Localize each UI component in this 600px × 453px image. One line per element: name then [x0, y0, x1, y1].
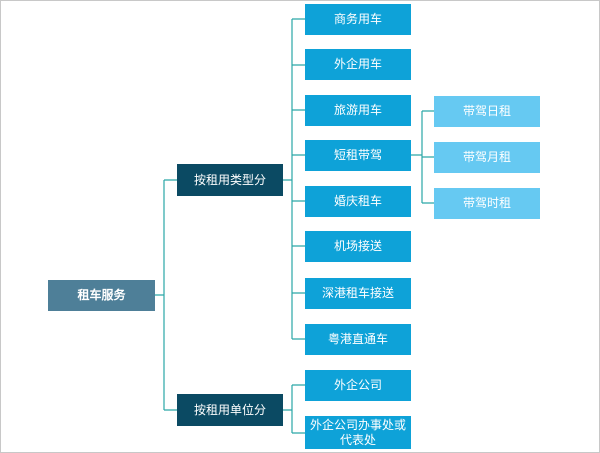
- sub-hourly-with-driver: 带驾时租: [434, 188, 540, 219]
- root-node: 租车服务: [48, 280, 155, 311]
- leaf-wedding-car: 婚庆租车: [305, 186, 411, 217]
- leaf-guangdong-hk-through-car: 粤港直通车: [305, 324, 411, 355]
- leaf-business-car: 商务用车: [305, 4, 411, 35]
- node-by-type: 按租用类型分: [177, 164, 283, 196]
- leaf-short-term-with-driver: 短租带驾: [305, 140, 411, 171]
- leaf-airport-transfer: 机场接送: [305, 231, 411, 262]
- connector-root: [155, 179, 177, 411]
- leaf-travel-car: 旅游用车: [305, 95, 411, 126]
- sub-monthly-with-driver: 带驾月租: [434, 142, 540, 173]
- leaf-foreign-enterprise-car: 外企用车: [305, 49, 411, 80]
- node-by-unit: 按租用单位分: [177, 394, 283, 426]
- connector-short-term: [411, 110, 434, 204]
- leaf-foreign-company: 外企公司: [305, 370, 411, 401]
- leaf-foreign-company-office: 外企公司办事处或代表处: [305, 416, 411, 449]
- connector-unit: [283, 384, 305, 434]
- leaf-shenzhen-hk-transfer: 深港租车接送: [305, 278, 411, 309]
- connector-type: [283, 18, 305, 340]
- sub-daily-with-driver: 带驾日租: [434, 96, 540, 127]
